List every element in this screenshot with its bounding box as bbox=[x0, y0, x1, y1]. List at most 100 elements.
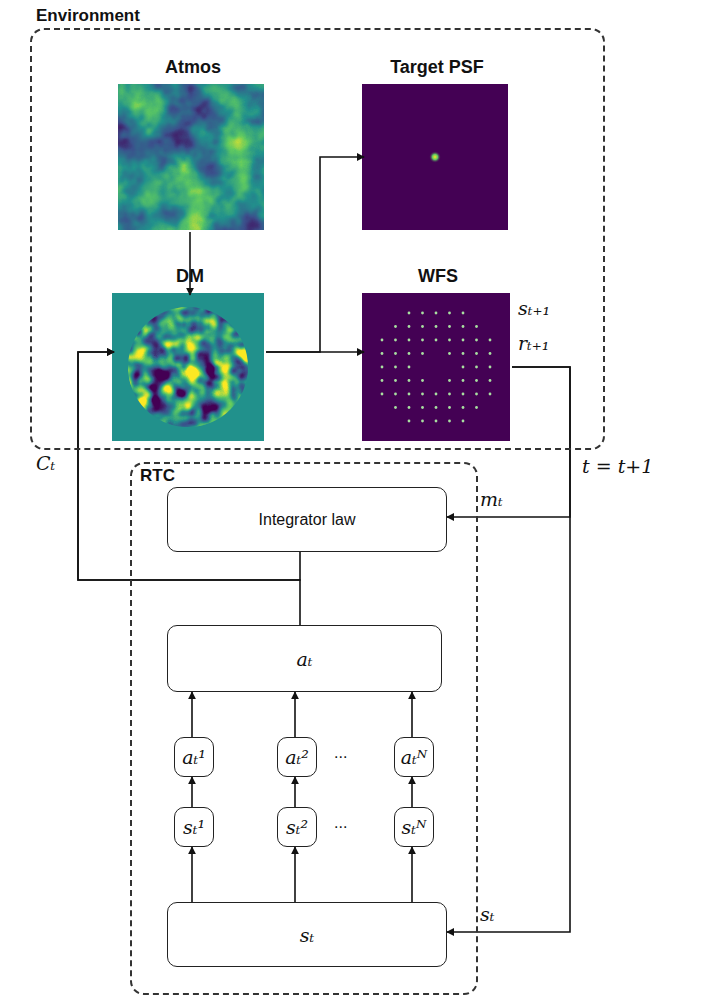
wfs-spot bbox=[394, 379, 397, 382]
connector-arrow bbox=[447, 367, 570, 517]
wfs-spot bbox=[408, 352, 411, 355]
target-psf-panel: Target PSF bbox=[364, 86, 510, 232]
wfs-spot bbox=[394, 393, 397, 396]
wfs-spot bbox=[421, 312, 424, 315]
wfs-spot bbox=[408, 339, 411, 342]
wfs-spot bbox=[475, 406, 478, 409]
panel-title: WFS bbox=[418, 266, 458, 287]
wfs-spot bbox=[394, 352, 397, 355]
connector-arrow bbox=[411, 777, 413, 807]
wfs-spot bbox=[448, 312, 451, 315]
wfs-spot bbox=[475, 393, 478, 396]
wfs-spot bbox=[448, 393, 451, 396]
environment-region: EnvironmentAtmosTarget PSFDMWFS bbox=[30, 28, 605, 450]
connector-arrow bbox=[294, 692, 296, 737]
panel-title: Atmos bbox=[165, 57, 221, 78]
wfs-spot bbox=[435, 406, 438, 409]
connector-arrow bbox=[191, 847, 193, 902]
connector-arrow bbox=[294, 777, 296, 807]
dm-panel: DM bbox=[114, 295, 266, 443]
wfs-spot bbox=[462, 379, 465, 382]
wfs-spot bbox=[475, 325, 478, 328]
process-box: aₜ bbox=[167, 625, 442, 692]
rtc-region: RTC Integrator law aₜ aₜ¹ aₜ² aₜᴺ sₜ¹ sₜ² sₜᴺ sₜ bbox=[130, 462, 478, 995]
box-label: aₜ bbox=[296, 648, 312, 670]
wfs-spot bbox=[448, 352, 451, 355]
wfs-spot bbox=[489, 366, 492, 369]
wfs-spot bbox=[475, 379, 478, 382]
state-box: sₜᴺ bbox=[394, 807, 434, 847]
wfs-spot bbox=[435, 339, 438, 342]
wfs-spot-image bbox=[362, 293, 510, 441]
connector-arrow bbox=[266, 157, 364, 352]
wfs-spot bbox=[394, 325, 397, 328]
wfs-spot bbox=[381, 393, 384, 396]
connector-arrow bbox=[191, 777, 193, 807]
wfs-spot bbox=[408, 325, 411, 328]
command-label: Cₜ bbox=[36, 452, 55, 474]
wfs-spot bbox=[394, 366, 397, 369]
connector-arrow bbox=[294, 847, 296, 902]
wfs-spot bbox=[462, 420, 465, 423]
agent-box: aₜ¹ bbox=[174, 737, 214, 777]
signal-label: mₜ bbox=[478, 488, 505, 510]
wfs-spot bbox=[394, 339, 397, 342]
wfs-spot bbox=[408, 393, 411, 396]
box-label: sₜ² bbox=[286, 816, 308, 838]
wfs-spot bbox=[489, 352, 492, 355]
box-label: aₜ² bbox=[285, 746, 309, 768]
box-label: sₜᴺ bbox=[402, 816, 427, 838]
wfs-spot bbox=[448, 339, 451, 342]
box-label: aₜᴺ bbox=[401, 746, 427, 768]
wfs-spot bbox=[421, 379, 424, 382]
connector-arrow bbox=[191, 692, 193, 737]
atmos-phase-map bbox=[118, 84, 264, 230]
wfs-spot bbox=[462, 393, 465, 396]
wfs-spot bbox=[475, 352, 478, 355]
wfs-spot bbox=[421, 352, 424, 355]
wfs-spot bbox=[408, 379, 411, 382]
wfs-spot bbox=[462, 352, 465, 355]
wfs-spot bbox=[421, 420, 424, 423]
wfs-spot bbox=[475, 339, 478, 342]
dm-shape-map bbox=[112, 293, 264, 441]
wfs-spot bbox=[462, 366, 465, 369]
wfs-spot bbox=[381, 379, 384, 382]
reward-label: rₜ₊₁ bbox=[518, 332, 549, 354]
wfs-panel: WFS bbox=[364, 295, 512, 443]
box-label: sₜ¹ bbox=[183, 816, 205, 838]
wfs-spot bbox=[448, 406, 451, 409]
signal-label: sₜ₊₁ bbox=[518, 297, 550, 319]
panel-title: DM bbox=[176, 266, 204, 287]
box-label: Integrator law bbox=[259, 511, 356, 529]
connector-arrow bbox=[447, 367, 570, 932]
box-label: sₜ bbox=[300, 924, 314, 946]
wfs-spot bbox=[435, 393, 438, 396]
process-box: sₜ bbox=[167, 902, 447, 967]
wfs-spot bbox=[381, 352, 384, 355]
signal-label: sₜ bbox=[478, 903, 496, 925]
box-label: aₜ¹ bbox=[182, 746, 206, 768]
ellipsis: ... bbox=[334, 814, 347, 832]
target-psf-image bbox=[362, 84, 508, 230]
agent-box: aₜ² bbox=[277, 737, 317, 777]
ellipsis: ... bbox=[334, 744, 347, 762]
wfs-spot bbox=[489, 379, 492, 382]
wfs-spot bbox=[462, 406, 465, 409]
panel-title: Target PSF bbox=[390, 57, 484, 78]
wfs-spot bbox=[462, 312, 465, 315]
region-heading: RTC bbox=[140, 466, 175, 486]
atmos-panel: Atmos bbox=[120, 86, 266, 232]
connector-arrow bbox=[266, 351, 364, 353]
wfs-spot bbox=[448, 379, 451, 382]
wfs-spot bbox=[408, 312, 411, 315]
wfs-spot bbox=[435, 312, 438, 315]
wfs-spot bbox=[421, 339, 424, 342]
wfs-spot bbox=[489, 393, 492, 396]
wfs-spot bbox=[448, 420, 451, 423]
region-heading: Environment bbox=[36, 6, 140, 26]
wfs-spot bbox=[408, 420, 411, 423]
wfs-spot bbox=[408, 366, 411, 369]
wfs-spot bbox=[462, 339, 465, 342]
wfs-spot bbox=[381, 339, 384, 342]
